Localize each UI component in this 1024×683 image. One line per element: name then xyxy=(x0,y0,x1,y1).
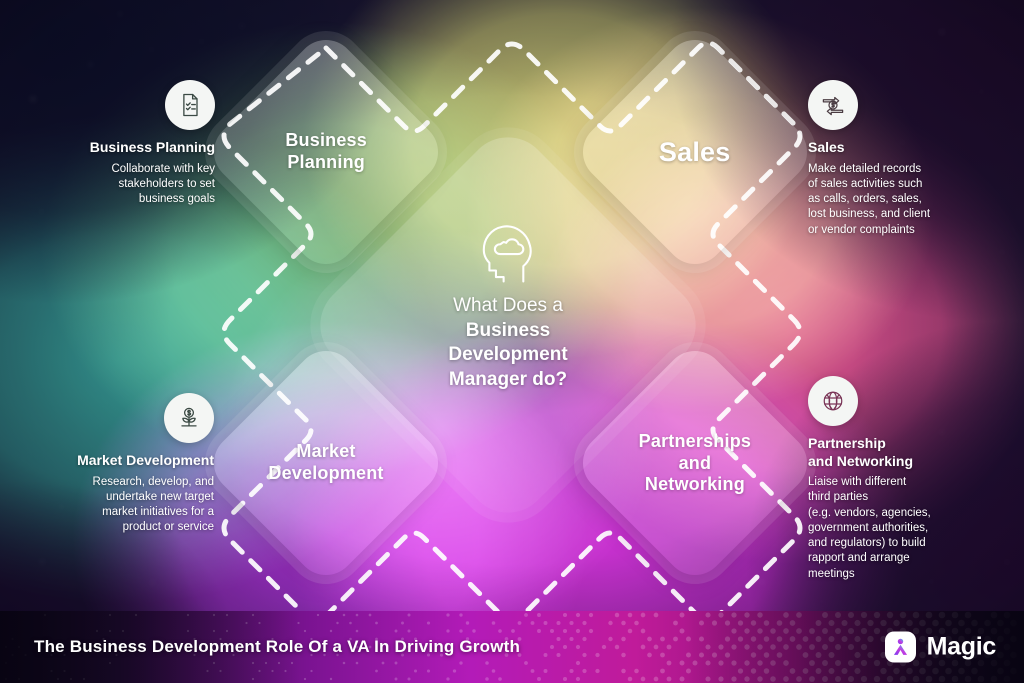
callout-icon-circle-sales xyxy=(808,80,858,130)
center-question-line: What Does a xyxy=(448,294,567,319)
center-hub-text: What Does a Business Development Manager… xyxy=(448,294,567,393)
magic-logo-icon xyxy=(885,632,916,663)
node-label-sales: Sales xyxy=(659,136,731,168)
globe-network-icon xyxy=(819,387,847,415)
document-checklist-icon xyxy=(176,91,204,119)
money-exchange-arrows-icon xyxy=(819,91,847,119)
callout-icon-circle-partnership xyxy=(808,376,858,426)
callout-sales: Sales Make detailed records of sales act… xyxy=(808,80,998,238)
money-plant-growth-icon xyxy=(175,404,203,432)
callout-title-business-planning: Business Planning xyxy=(40,139,215,157)
node-label-partnerships: Partnerships and Networking xyxy=(639,431,751,496)
callout-body-partnership: Liaise with different third parties (e.g… xyxy=(808,475,1004,582)
footer-banner: The Business Development Role Of a VA In… xyxy=(0,611,1024,683)
callout-body-sales: Make detailed records of sales activitie… xyxy=(808,162,998,238)
callout-body-business-planning: Collaborate with key stakeholders to set… xyxy=(40,162,215,208)
callout-business-planning: Business Planning Collaborate with key s… xyxy=(40,80,215,207)
callout-title-market-development: Market Development xyxy=(24,452,214,470)
callout-icon-circle-market-development xyxy=(164,393,214,443)
magic-logo[interactable]: Magic xyxy=(885,632,996,663)
callout-title-partnership-line-1: Partnership xyxy=(808,435,1004,453)
callout-title-partnership-line-2: and Networking xyxy=(808,453,1004,471)
head-with-cloud-brain-icon xyxy=(473,218,543,288)
callout-title-sales: Sales xyxy=(808,139,998,157)
node-label-business-planning: Business Planning xyxy=(285,130,367,173)
magic-wordmark: Magic xyxy=(927,633,996,662)
center-bold-line-1: Business xyxy=(448,319,567,344)
callout-partnership: Partnership and Networking Liaise with d… xyxy=(808,376,1004,582)
callout-body-market-development: Research, develop, and undertake new tar… xyxy=(24,475,214,536)
center-bold-line-2: Development xyxy=(448,343,567,368)
center-bold-line-3: Manager do? xyxy=(448,368,567,393)
callout-market-development: Market Development Research, develop, an… xyxy=(24,393,214,536)
node-label-market-development: Market Development xyxy=(268,441,383,484)
callout-icon-circle-business-planning xyxy=(165,80,215,130)
banner-title: The Business Development Role Of a VA In… xyxy=(34,637,520,657)
